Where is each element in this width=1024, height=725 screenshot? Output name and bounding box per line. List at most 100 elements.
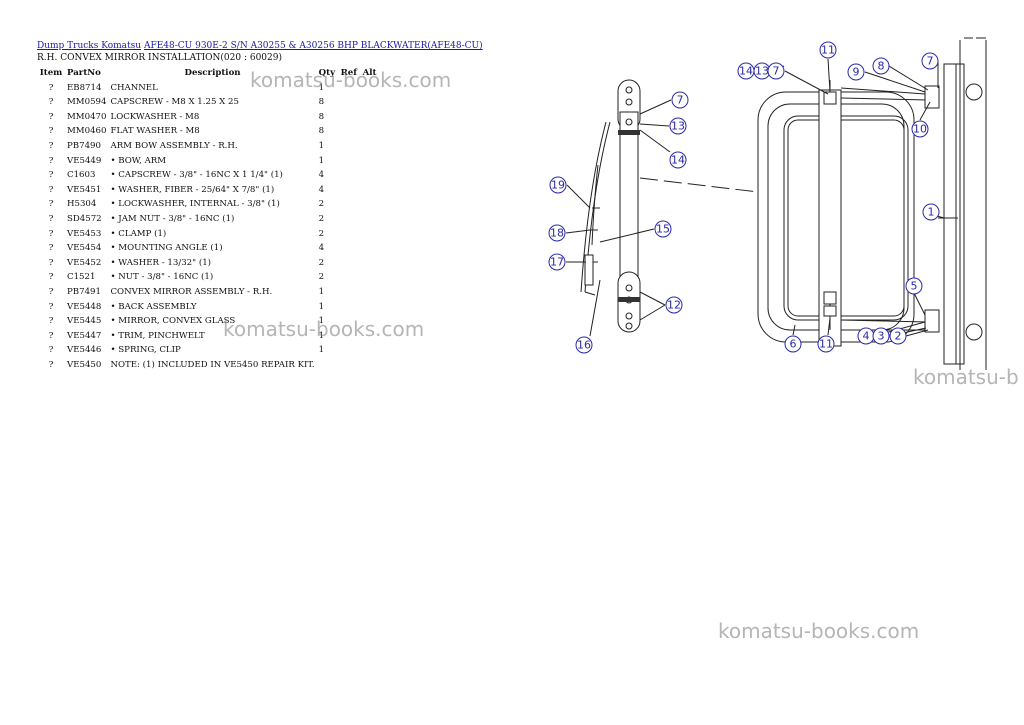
cell-ref xyxy=(339,212,361,227)
callout-12: 12 xyxy=(665,296,683,314)
cell-ref xyxy=(339,197,361,212)
callout-13: 13 xyxy=(753,62,771,80)
cell-alt xyxy=(361,343,385,358)
header-partno: PartNo xyxy=(67,68,101,78)
mirror-front-view xyxy=(757,37,987,370)
callout-14: 14 xyxy=(669,151,687,169)
callout-leader-line xyxy=(565,229,591,234)
cell-qty: 8 xyxy=(318,126,325,137)
callout-leader-line xyxy=(639,99,672,115)
svg-text:9: 9 xyxy=(853,66,860,79)
table-row: ?SD4572• JAM NUT - 3/8" - 16NC (1)2 xyxy=(37,212,385,227)
cell-description: • WASHER, FIBER - 25/64" X 7/8" (1) xyxy=(110,184,275,195)
cell-ref xyxy=(339,154,361,169)
callout-leader-line xyxy=(639,129,671,153)
svg-text:5: 5 xyxy=(911,280,918,293)
cell-alt xyxy=(361,256,385,271)
breadcrumb: Dump Trucks Komatsu AFE48-CU 930E-2 S/N … xyxy=(37,40,483,52)
cell-ref xyxy=(339,110,361,125)
cell-partno: EB8714 xyxy=(67,82,102,93)
cell-partno: VE5450 xyxy=(67,359,102,370)
cell-partno: MM0470 xyxy=(67,111,107,122)
arm-bow-side-view xyxy=(580,79,641,333)
svg-text:1: 1 xyxy=(928,206,935,219)
callout-13: 13 xyxy=(669,117,687,135)
cell-ref xyxy=(339,343,361,358)
cell-item: ? xyxy=(48,82,54,93)
cell-alt xyxy=(361,154,385,169)
cell-qty: 1 xyxy=(318,316,325,327)
svg-text:11: 11 xyxy=(819,338,833,351)
cell-alt xyxy=(361,183,385,198)
cell-alt xyxy=(361,197,385,212)
cell-qty: 2 xyxy=(318,213,325,224)
cell-item: ? xyxy=(48,140,54,151)
callout-leader-line xyxy=(784,70,829,95)
svg-text:8: 8 xyxy=(878,60,885,73)
cell-qty: 2 xyxy=(318,199,325,210)
cell-ref xyxy=(339,139,361,154)
callout-18: 18 xyxy=(548,224,566,242)
cell-qty: 1 xyxy=(318,345,325,356)
cell-description: NOTE: (1) INCLUDED IN VE5450 REPAIR KIT. xyxy=(110,359,315,370)
table-row: ?H5304• LOCKWASHER, INTERNAL - 3/8" (1)2 xyxy=(37,197,385,212)
callout-3: 3 xyxy=(872,327,890,345)
svg-text:4: 4 xyxy=(863,330,870,343)
cell-item: ? xyxy=(48,184,54,195)
cell-partno: VE5446 xyxy=(67,345,102,356)
page-title: R.H. CONVEX MIRROR INSTALLATION(020 : 60… xyxy=(37,53,282,63)
cell-partno: VE5448 xyxy=(67,301,102,312)
parts-table: Item PartNo Description Qty Ref Alt ?EB8… xyxy=(37,66,385,372)
callout-leader-line xyxy=(566,184,591,209)
callout-15: 15 xyxy=(654,220,672,238)
callout-7: 7 xyxy=(767,62,785,80)
callout-10: 10 xyxy=(911,120,929,138)
watermark: komatsu-b xyxy=(913,365,1019,389)
cell-alt xyxy=(361,285,385,300)
cell-partno: VE5454 xyxy=(67,243,102,254)
cell-qty: 4 xyxy=(318,243,325,254)
watermark: komatsu-books.com xyxy=(223,317,425,341)
cell-qty: 1 xyxy=(318,286,325,297)
callout-7: 7 xyxy=(921,52,939,70)
cell-ref xyxy=(339,300,361,315)
callout-leader-line xyxy=(792,324,796,336)
callout-4: 4 xyxy=(857,327,875,345)
watermark: komatsu-books.com xyxy=(250,68,452,92)
callout-leader-line xyxy=(599,228,655,243)
cell-item: ? xyxy=(48,359,54,370)
cell-item: ? xyxy=(48,272,54,283)
cell-ref xyxy=(339,95,361,110)
callout-11: 11 xyxy=(819,41,837,59)
cell-description: • BOW, ARM xyxy=(110,155,167,166)
callout-7: 7 xyxy=(671,91,689,109)
cell-ref xyxy=(339,270,361,285)
callout-19: 19 xyxy=(549,176,567,194)
cell-alt xyxy=(361,270,385,285)
cell-item: ? xyxy=(48,228,54,239)
breadcrumb-link-dump-trucks[interactable]: Dump Trucks Komatsu xyxy=(37,41,142,51)
svg-text:7: 7 xyxy=(927,55,934,68)
breadcrumb-link-model[interactable]: AFE48-CU 930E-2 S/N A30255 & A30256 BHP … xyxy=(143,41,483,51)
header-alt: Alt xyxy=(362,68,377,78)
cell-qty: 1 xyxy=(318,82,325,93)
cell-ref xyxy=(339,168,361,183)
cell-description: LOCKWASHER - M8 xyxy=(110,111,200,122)
table-row: ?C1603• CAPSCREW - 3/8" - 16NC X 1 1/4" … xyxy=(37,168,385,183)
cell-alt xyxy=(361,95,385,110)
cell-item: ? xyxy=(48,330,54,341)
callout-17: 17 xyxy=(548,253,566,271)
cell-item: ? xyxy=(48,97,54,108)
svg-text:15: 15 xyxy=(656,223,670,236)
svg-text:11: 11 xyxy=(821,44,835,57)
cell-partno: MM0594 xyxy=(67,97,107,108)
cell-description: ARM BOW ASSEMBLY - R.H. xyxy=(110,140,238,151)
callout-leader-line xyxy=(913,292,926,316)
callout-5: 5 xyxy=(905,277,923,295)
